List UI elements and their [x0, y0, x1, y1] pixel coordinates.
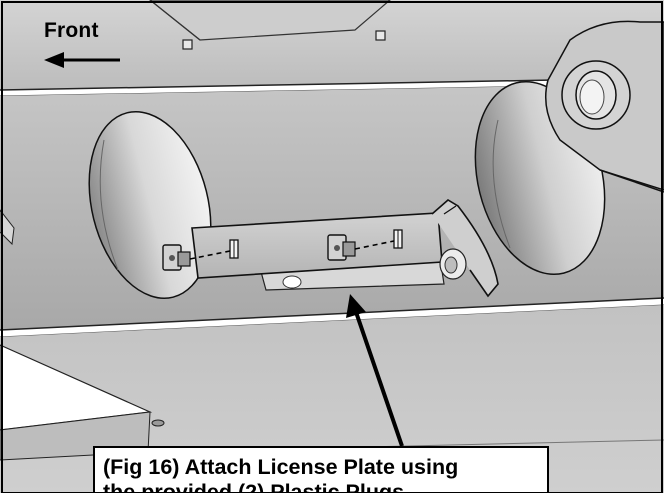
front-direction-label: Front — [44, 19, 99, 42]
plastic-plug-right — [327, 234, 356, 261]
mounting-bracket — [545, 20, 664, 193]
caption-line-2: the provided (2) Plastic Plugs — [103, 480, 405, 493]
caption-line-1: (Fig 16) Attach License Plate using — [103, 455, 459, 479]
insertion-guide-left — [189, 250, 231, 260]
diagonal-up-arrow-icon — [346, 294, 404, 447]
figure-caption: (Fig 16) Attach License Plate using the … — [93, 446, 549, 493]
insertion-guide-right — [354, 240, 395, 250]
left-arrow-icon — [44, 52, 120, 68]
license-plate-bracket — [162, 199, 499, 298]
upper-frame-surface — [0, 0, 664, 97]
plastic-plug-left — [162, 244, 191, 271]
left-edge-bracket — [0, 209, 15, 246]
